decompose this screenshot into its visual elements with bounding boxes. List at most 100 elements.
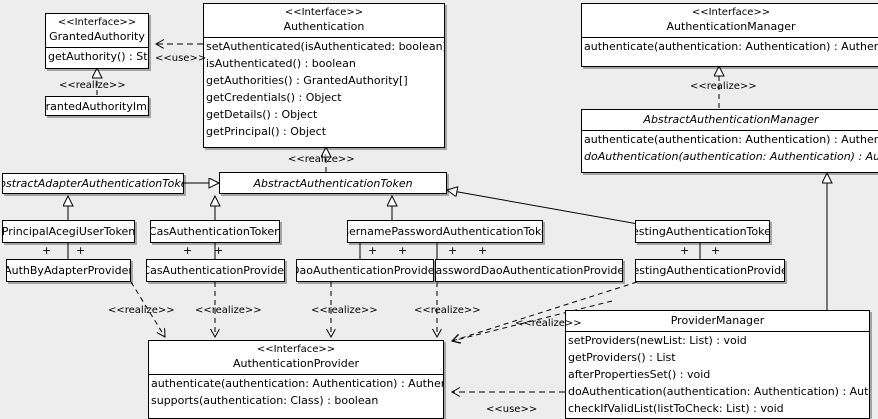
class-name: AuthenticationManager bbox=[666, 20, 796, 33]
class-name: GrantedAuthorityImpl bbox=[45, 99, 148, 113]
operation: supports(authentication: Class) : boolea… bbox=[151, 394, 379, 407]
multiplicity: + bbox=[448, 244, 458, 257]
class-header: GrantedAuthorityImpl bbox=[46, 97, 148, 115]
class-cas-authentication-token[interactable]: CasAuthenticationToken bbox=[150, 220, 280, 243]
edge-label-realize-passworddao: <<realize>> bbox=[414, 305, 481, 316]
edge-label-realize-grantedauthorityimpl: <<realize>> bbox=[59, 80, 126, 91]
class-dao-authentication-provider[interactable]: DaoAuthenticationProvider bbox=[296, 259, 434, 282]
operation: isAuthenticated() : boolean bbox=[206, 57, 356, 70]
class-header: <<Interface>> AuthenticationManager bbox=[582, 4, 878, 38]
stereotype-label: <<Interface>> bbox=[691, 7, 771, 18]
class-header: AbstractAuthenticationManager bbox=[582, 110, 878, 131]
class-header: CasAuthenticationProvider bbox=[147, 260, 284, 281]
class-header: <<Interface>> GrantedAuthority bbox=[46, 14, 148, 48]
class-name: PasswordDaoAuthenticationProvider bbox=[435, 264, 623, 277]
class-header: DaoAuthenticationProvider bbox=[297, 260, 433, 281]
operation: getAuthorities() : GrantedAuthority[] bbox=[206, 74, 408, 87]
multiplicity: + bbox=[711, 244, 721, 257]
multiplicity: + bbox=[42, 244, 52, 257]
operation: checkIfValidList(listToCheck: List) : vo… bbox=[568, 402, 784, 415]
class-authentication-manager[interactable]: <<Interface>> AuthenticationManager auth… bbox=[581, 3, 878, 67]
stereotype-label: <<Interface>> bbox=[57, 17, 137, 28]
operations-compartment: getAuthority() : String bbox=[46, 48, 148, 65]
operation: authenticate(authentication: Authenticat… bbox=[584, 133, 878, 146]
class-name: TestingAuthenticationProvider bbox=[635, 264, 785, 277]
class-username-password-authentication-token[interactable]: UsernamePasswordAuthenticationToken bbox=[347, 220, 543, 243]
class-name: CasAuthenticationToken bbox=[150, 225, 280, 238]
class-header: <<Interface>> AuthenticationProvider bbox=[149, 341, 443, 375]
class-name: TestingAuthenticationToken bbox=[636, 225, 769, 238]
class-name: AuthenticationProvider bbox=[232, 357, 360, 370]
class-header: PrincipalAcegiUserToken bbox=[3, 221, 134, 242]
class-name: AuthByAdapterProvider bbox=[6, 264, 131, 277]
class-name: PrincipalAcegiUserToken bbox=[2, 225, 135, 238]
edge-label-use-providermanager: <<use>> bbox=[486, 404, 538, 415]
class-granted-authority-impl[interactable]: GrantedAuthorityImpl bbox=[45, 96, 149, 116]
operation: getProviders() : List bbox=[568, 351, 676, 364]
multiplicity: + bbox=[680, 244, 690, 257]
operation: authenticate(authentication: Authenticat… bbox=[151, 377, 443, 390]
class-header: AbstractAuthenticationToken bbox=[220, 173, 446, 193]
class-header: ProviderManager bbox=[566, 311, 869, 332]
class-authentication[interactable]: <<Interface>> Authentication setAuthenti… bbox=[203, 3, 445, 148]
class-cas-authentication-provider[interactable]: CasAuthenticationProvider bbox=[146, 259, 285, 282]
multiplicity: + bbox=[398, 244, 408, 257]
operation: doAuthentication(authentication: Authent… bbox=[568, 385, 869, 398]
class-name: AbstractAuthenticationToken bbox=[253, 176, 413, 190]
edge-label-realize-cas: <<realize>> bbox=[195, 305, 262, 316]
class-name: Authentication bbox=[283, 20, 365, 33]
multiplicity: + bbox=[478, 244, 488, 257]
operations-compartment: authenticate(authentication: Authenticat… bbox=[582, 131, 878, 165]
operation: doAuthentication(authentication: Authent… bbox=[584, 150, 878, 163]
stereotype-label: <<Interface>> bbox=[256, 344, 336, 355]
multiplicity: + bbox=[368, 244, 378, 257]
class-name: ProviderManager bbox=[670, 314, 765, 327]
operation: setAuthenticated(isAuthenticated: boolea… bbox=[206, 40, 445, 53]
class-header: AbstractAdapterAuthenticationToken bbox=[3, 174, 183, 193]
class-header: UsernamePasswordAuthenticationToken bbox=[348, 221, 542, 242]
multiplicity: + bbox=[183, 244, 193, 257]
class-header: <<Interface>> Authentication bbox=[204, 4, 444, 38]
operations-compartment: authenticate(authentication: Authenticat… bbox=[149, 375, 443, 409]
operation: getDetails() : Object bbox=[206, 108, 318, 121]
class-name: GrantedAuthority bbox=[49, 30, 145, 43]
operation: getPrincipal() : Object bbox=[206, 125, 327, 138]
operations-compartment: authenticate(authentication: Authenticat… bbox=[582, 38, 878, 55]
class-auth-by-adapter-provider[interactable]: AuthByAdapterProvider bbox=[6, 259, 131, 282]
operations-compartment: setAuthenticated(isAuthenticated: boolea… bbox=[204, 38, 444, 140]
multiplicity: + bbox=[76, 244, 86, 257]
class-principal-acegi-user-token[interactable]: PrincipalAcegiUserToken bbox=[2, 220, 135, 243]
class-header: AuthByAdapterProvider bbox=[7, 260, 130, 281]
edge-label-realize-abstractauthenticationmanager: <<realize>> bbox=[690, 81, 757, 92]
class-abstract-authentication-token[interactable]: AbstractAuthenticationToken bbox=[219, 172, 447, 194]
class-name: DaoAuthenticationProvider bbox=[296, 264, 434, 277]
class-header: TestingAuthenticationToken bbox=[636, 221, 769, 242]
class-abstract-adapter-authentication-token[interactable]: AbstractAdapterAuthenticationToken bbox=[2, 173, 184, 194]
class-header: PasswordDaoAuthenticationProvider bbox=[436, 260, 622, 281]
edge-label-realize-dao: <<realize>> bbox=[311, 305, 378, 316]
class-testing-authentication-token[interactable]: TestingAuthenticationToken bbox=[635, 220, 770, 243]
class-abstract-authentication-manager[interactable]: AbstractAuthenticationManager authentica… bbox=[581, 109, 878, 173]
operation: afterPropertiesSet() : void bbox=[568, 368, 711, 381]
class-password-dao-authentication-provider[interactable]: PasswordDaoAuthenticationProvider bbox=[435, 259, 623, 282]
class-header: TestingAuthenticationProvider bbox=[636, 260, 784, 281]
class-provider-manager[interactable]: ProviderManager setProviders(newList: Li… bbox=[565, 310, 870, 419]
edge-label-use-authentication-grantedauthority: <<use>> bbox=[155, 53, 207, 64]
class-granted-authority[interactable]: <<Interface>> GrantedAuthority getAuthor… bbox=[45, 13, 149, 69]
operation: getCredentials() : Object bbox=[206, 91, 342, 104]
class-name: UsernamePasswordAuthenticationToken bbox=[348, 225, 542, 238]
class-testing-authentication-provider[interactable]: TestingAuthenticationProvider bbox=[635, 259, 785, 282]
edge-label-realize-authbyadapter: <<realize>> bbox=[108, 305, 175, 316]
class-name: AbstractAdapterAuthenticationToken bbox=[3, 177, 183, 190]
edge-label-realize-testing: <<realize>> bbox=[515, 318, 582, 329]
operation: getAuthority() : String bbox=[48, 50, 148, 63]
operation: setProviders(newList: List) : void bbox=[568, 334, 747, 347]
operation: authenticate(authentication: Authenticat… bbox=[584, 40, 878, 53]
class-name: AbstractAuthenticationManager bbox=[643, 113, 819, 126]
class-name: CasAuthenticationProvider bbox=[146, 264, 285, 277]
class-authentication-provider[interactable]: <<Interface>> AuthenticationProvider aut… bbox=[148, 340, 444, 419]
multiplicity: + bbox=[214, 244, 224, 257]
operations-compartment: setProviders(newList: List) : void getPr… bbox=[566, 332, 869, 417]
edge-label-realize-abstractauthenticationtoken: <<realize>> bbox=[288, 154, 355, 165]
stereotype-label: <<Interface>> bbox=[284, 7, 364, 18]
